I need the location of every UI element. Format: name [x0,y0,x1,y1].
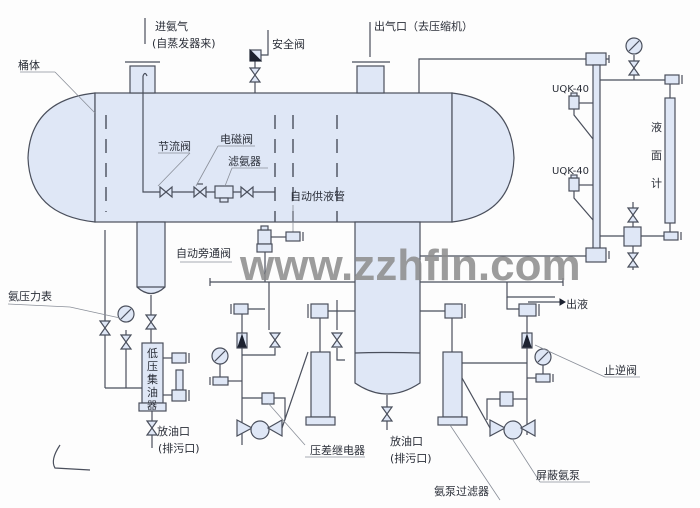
label-canned-pump: 屏蔽氨泵 [536,469,580,482]
label-inlet-gas: 进氨气 [155,19,188,33]
label-solenoid-valve: 电磁阀 [220,132,253,146]
label-oil-collector-4: 油 [147,385,158,399]
label-pressure-gauge: 氨压力表 [8,289,52,303]
label-sewage-left: (排污口) [158,441,200,455]
label-throttle-valve: 节流阀 [158,139,191,153]
oil-collector [7,230,190,448]
label-check-valve: 止逆阀 [604,363,637,377]
label-level-gauge-3: 计 [651,177,662,190]
label-diff-pressure-relay: 压差继电器 [310,443,365,457]
horizontal-vessel [27,92,515,223]
label-oil-collector-3: 集 [147,372,158,386]
auto-bypass-valve [180,225,304,282]
level-column [418,37,683,270]
label-level-gauge-2: 面 [651,149,662,162]
watermark: www.zzhfln.com [239,241,581,290]
left-pump-group [209,282,365,458]
center-vertical-vessel [354,221,421,395]
right-pump-group [420,297,640,501]
auto-supply-pipe [142,76,294,235]
label-oil-collector-5: 器 [147,400,157,412]
label-oil-drain-center: 放油口 [390,434,423,448]
label-ammonia-filter: 滤氨器 [228,155,261,168]
safety-valve [249,30,269,93]
label-oil-drain-left: 放油口 [157,424,190,438]
label-liquid-out: 出液 [566,297,588,311]
label-inlet-gas-source: (自蒸发器来) [152,36,216,50]
label-sewage-center: (排污口) [390,451,432,465]
label-gas-outlet: 出气口（去压缩机） [374,19,473,33]
label-auto-supply-pipe: 自动供液管 [290,189,345,203]
label-pump-filter: 氨泵过滤器 [434,485,489,498]
label-safety-valve: 安全阀 [272,37,305,51]
left-sump [136,221,166,295]
pen-stroke [52,444,91,471]
label-oil-collector-2: 压 [147,360,158,373]
label-level-gauge-1: 液 [651,120,662,134]
label-vessel-body: 桶体 [18,58,40,72]
label-oil-collector-1: 低 [147,347,158,360]
label-level-switch-1: UQK-40 [552,84,589,95]
label-level-switch-2: UQK-40 [552,166,589,177]
outlet-nozzle [352,22,390,94]
label-auto-bypass-valve: 自动旁通阀 [176,246,231,260]
